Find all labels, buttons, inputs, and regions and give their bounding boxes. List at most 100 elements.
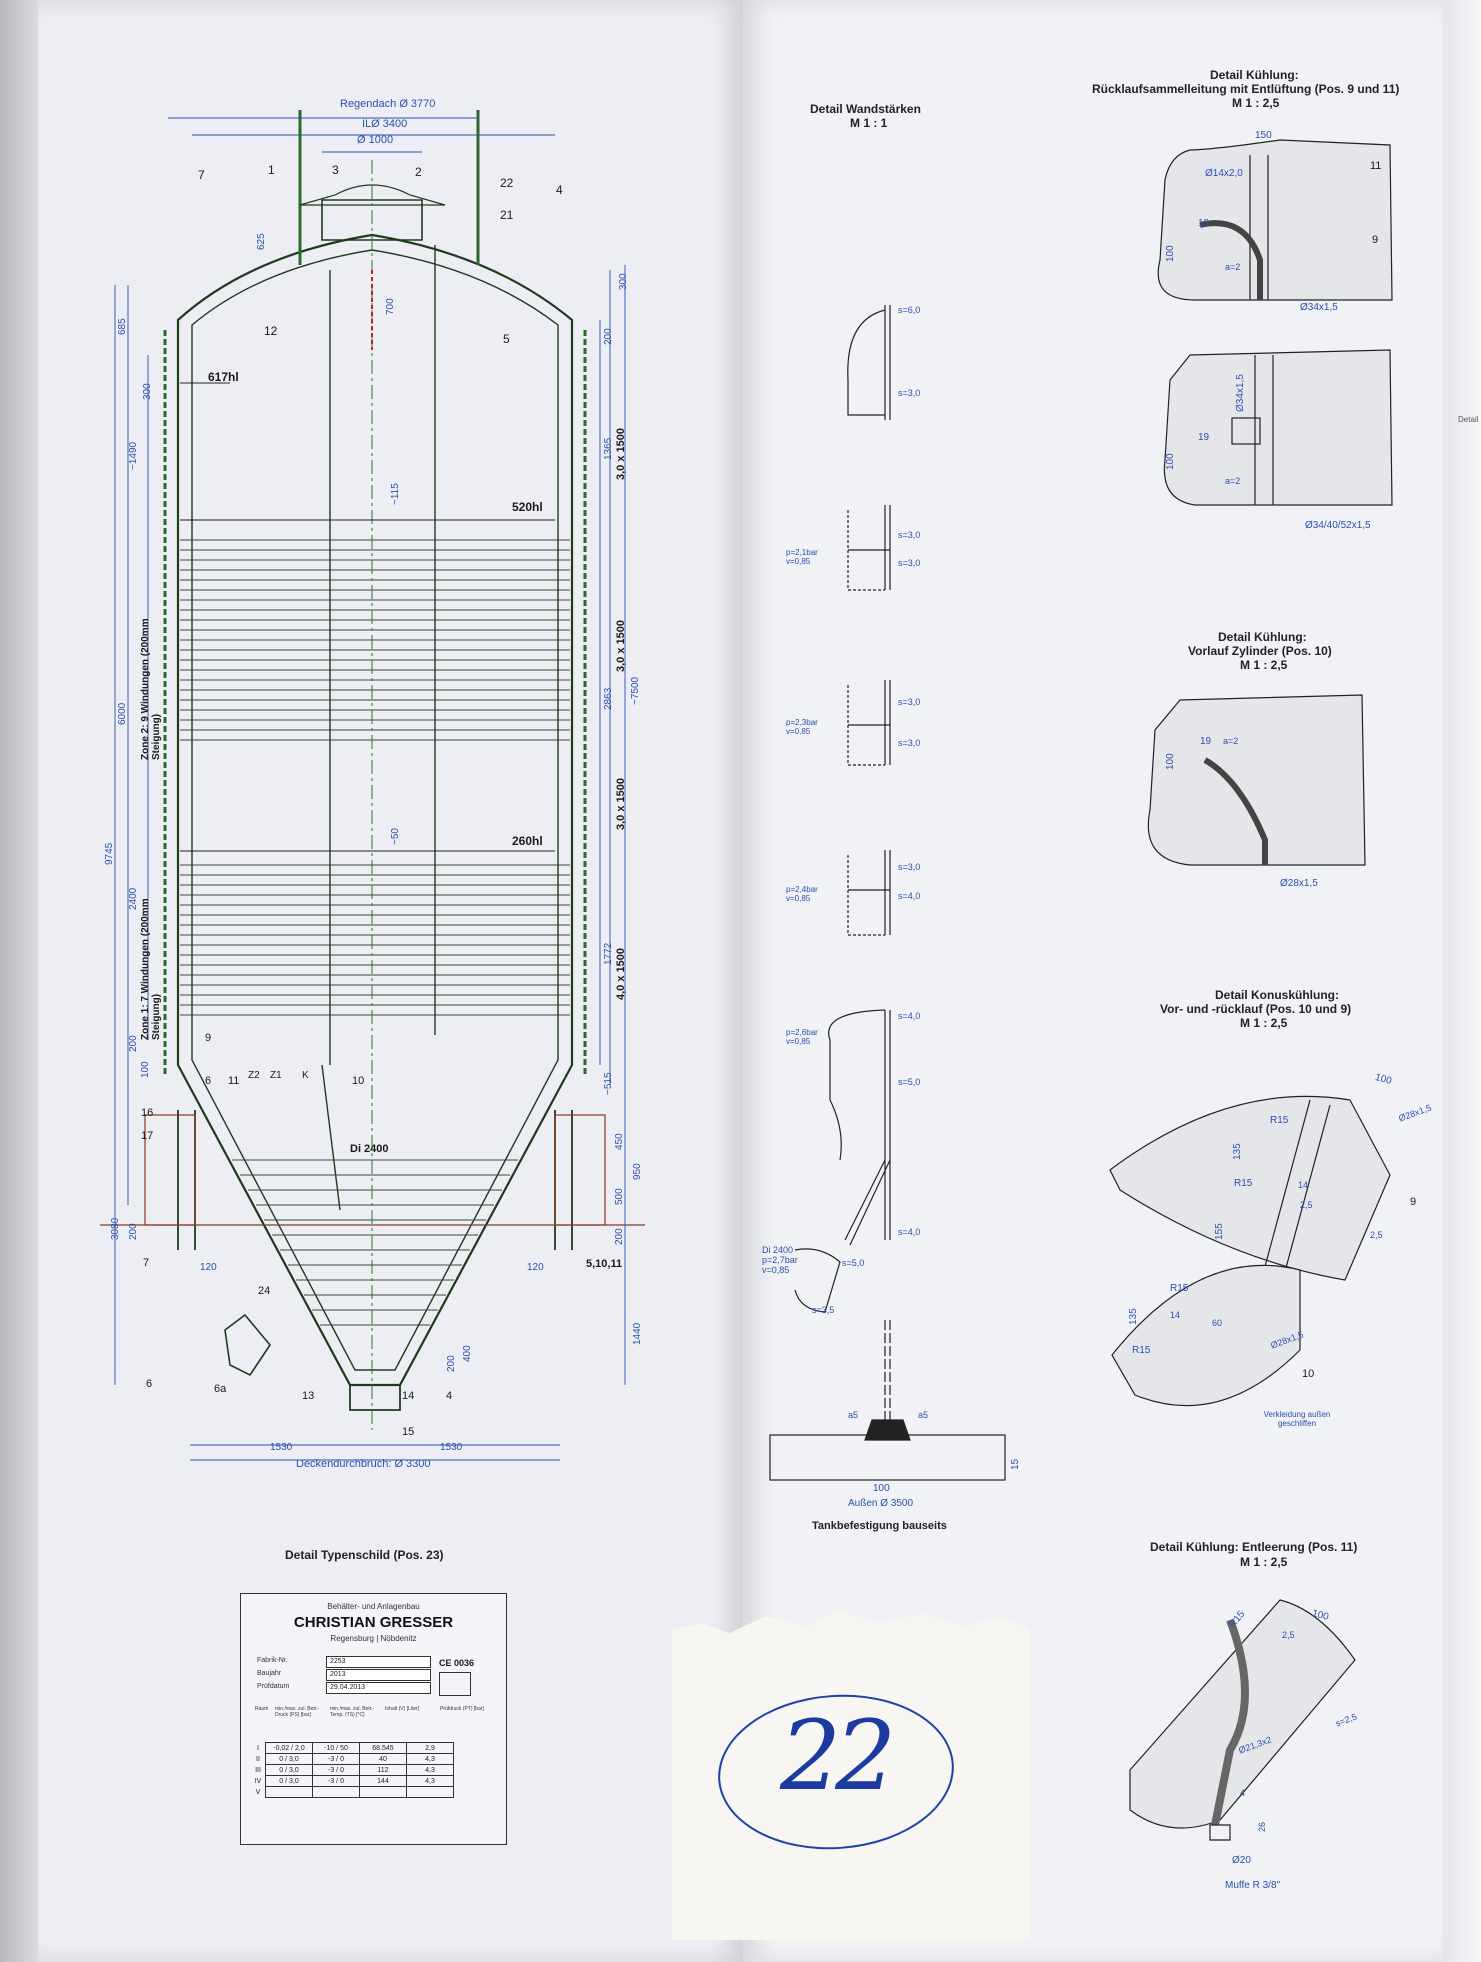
detail3-scale: M 1 : 2,5 bbox=[1240, 1016, 1288, 1030]
tank-weld-left: a5 bbox=[848, 1410, 859, 1420]
d1-pos-11: 11 bbox=[1370, 160, 1382, 172]
jacket-label-4: 4,0 x 1500 bbox=[615, 948, 627, 1000]
side-tab-detail: Detail bbox=[1458, 415, 1479, 424]
d3-dim-25-b: 2,5 bbox=[1370, 1230, 1383, 1240]
dim-right-515: ~515 bbox=[603, 1072, 614, 1095]
plate-company: CHRISTIAN GRESSER bbox=[293, 1614, 454, 1631]
dim-left-3080: 3080 bbox=[110, 1217, 121, 1240]
dim-120-left: 120 bbox=[200, 1262, 217, 1273]
dim-400: 400 bbox=[462, 1345, 473, 1362]
pos-2: 2 bbox=[415, 165, 422, 179]
plate-value-fabrik: 2253 bbox=[326, 1656, 431, 1668]
wand-s30-b: s=3,0 bbox=[898, 530, 921, 540]
d1b-dim-19: 19 bbox=[1198, 432, 1210, 443]
dim-di2400: Di 2400 bbox=[350, 1143, 389, 1155]
d3-dim-60: 60 bbox=[1212, 1318, 1223, 1328]
d4-dim-26: 26 bbox=[1257, 1821, 1267, 1832]
pos-6: 6 bbox=[146, 1378, 153, 1390]
dim-right-450: 450 bbox=[614, 1133, 625, 1150]
dim-right-7500: ~7500 bbox=[630, 676, 641, 705]
rain-roof bbox=[299, 184, 446, 206]
detail2-title: Detail Kühlung: bbox=[1218, 630, 1307, 644]
level-617hl: 617hl bbox=[208, 370, 239, 384]
tank-dim-15: 15 bbox=[1010, 1458, 1021, 1470]
dim-right-200: 200 bbox=[603, 328, 614, 345]
outlet bbox=[349, 1385, 401, 1411]
plate-table-head: Raum min./max. zul. Betr.-Druck (PS) [ba… bbox=[255, 1706, 495, 1718]
plate-ce-mark: CE 0036 bbox=[439, 1658, 475, 1668]
pressure-4: p=2,6bar v=0,85 bbox=[786, 1028, 818, 1046]
d4-muffe: Muffe R 3/8" bbox=[1225, 1880, 1281, 1891]
insulation-blocks bbox=[100, 1114, 645, 1226]
dim-115: ~115 bbox=[390, 483, 401, 505]
cooling-coils-zone2 bbox=[180, 539, 570, 741]
tank-caption: Tankbefestigung bauseits bbox=[812, 1520, 947, 1532]
wand-s30-f: s=3,0 bbox=[898, 862, 921, 872]
detail3-title: Detail Konuskühlung: bbox=[1215, 988, 1339, 1002]
tank-dim-100: 100 bbox=[873, 1483, 890, 1494]
dim-625: 625 bbox=[256, 233, 267, 250]
detail1-title: Detail Kühlung: bbox=[1210, 68, 1299, 82]
dim-700: 700 bbox=[385, 298, 396, 315]
d1b-dim-34x15: Ø34x1,5 bbox=[1235, 374, 1246, 412]
plate-location: Regensburg | Nöbdenitz bbox=[330, 1634, 417, 1643]
d3-r15-c: R15 bbox=[1170, 1283, 1189, 1294]
cooling-detail-3 bbox=[1109, 1095, 1391, 1407]
cooling-coils-zone1 bbox=[180, 864, 570, 1016]
dim-right-500: 500 bbox=[614, 1188, 625, 1205]
pos-5-10-11: 5,10,11 bbox=[586, 1258, 623, 1270]
cooling-detail-2 bbox=[1147, 694, 1366, 866]
plate-blank-box bbox=[439, 1672, 471, 1696]
pos-13: 13 bbox=[302, 1390, 315, 1402]
wand-s30-e: s=3,0 bbox=[898, 738, 921, 748]
detail1-subtitle: Rücklaufsammelleitung mit Entlüftung (Po… bbox=[1092, 82, 1400, 96]
drain-pipe bbox=[321, 1064, 341, 1211]
wand-s30-d: s=3,0 bbox=[898, 697, 921, 707]
head-pruefdruck: Prüfdruck (PT) [bar] bbox=[440, 1706, 484, 1712]
head-temp: min./max. zul. Betr.-Temp. (TS) [°C] bbox=[330, 1706, 375, 1718]
dim-left-1490: ~1490 bbox=[128, 441, 139, 470]
d2-weld: a=2 bbox=[1223, 736, 1239, 746]
pos-22: 22 bbox=[500, 176, 514, 190]
head-inhalt: Inhalt (V) [Liter] bbox=[385, 1706, 420, 1712]
detail1-scale: M 1 : 2,5 bbox=[1232, 96, 1280, 110]
dim-50: ~50 bbox=[390, 828, 401, 845]
jacket-label-2: 3,0 x 1500 bbox=[615, 620, 627, 672]
d1-weld: a=2 bbox=[1225, 262, 1241, 272]
detail2-scale: M 1 : 2,5 bbox=[1240, 658, 1288, 672]
dim-200c: 200 bbox=[446, 1355, 457, 1372]
d1b-dim-pipe: Ø34/40/52x1,5 bbox=[1305, 520, 1371, 531]
pos-21: 21 bbox=[500, 208, 514, 222]
level-260hl: 260hl bbox=[512, 834, 543, 848]
dim-regendach: Regendach Ø 3770 bbox=[340, 98, 436, 110]
tank-weld-right: a5 bbox=[918, 1410, 929, 1420]
wall-thickness-details bbox=[769, 305, 1006, 1481]
d3-dim-155: 155 bbox=[1214, 1223, 1225, 1240]
pos-11: 11 bbox=[228, 1075, 240, 1087]
typenschild-title: Detail Typenschild (Pos. 23) bbox=[285, 1548, 444, 1562]
dim-inner-diameter: ILØ 3400 bbox=[362, 118, 408, 130]
dim-left-300: 300 bbox=[142, 383, 153, 400]
pos-4: 4 bbox=[556, 183, 563, 197]
dim-120-right: 120 bbox=[527, 1262, 544, 1273]
book-cover-edge bbox=[0, 0, 38, 1962]
cooling-detail-1 bbox=[1157, 139, 1393, 506]
dim-left-9745: 9745 bbox=[104, 842, 115, 865]
d1-dim-19: 19 bbox=[1198, 218, 1210, 229]
wand-s40-b: s=4,0 bbox=[898, 1011, 921, 1021]
d3-r15-b: R15 bbox=[1234, 1178, 1253, 1189]
d1-dim-14x2: Ø14x2,0 bbox=[1205, 168, 1243, 179]
pos-k: K bbox=[302, 1070, 309, 1081]
d3-verkleidung: Verkleidung außen geschliffen bbox=[1263, 1410, 1331, 1428]
dim-left-100: 100 bbox=[140, 1061, 151, 1078]
cooling-detail-4 bbox=[1129, 1599, 1356, 1841]
wand-s30-a: s=3,0 bbox=[898, 388, 921, 398]
plate-header: Behälter- und Anlagenbau bbox=[327, 1602, 420, 1611]
pos-1: 1 bbox=[268, 163, 275, 177]
jacket-label-1: 3,0 x 1500 bbox=[615, 428, 627, 480]
level-520hl: 520hl bbox=[512, 500, 543, 514]
d2-dim-28x15: Ø28x1,5 bbox=[1280, 878, 1318, 889]
level-markers bbox=[180, 382, 555, 852]
wand-s50-b: s=5,0 bbox=[842, 1258, 865, 1268]
